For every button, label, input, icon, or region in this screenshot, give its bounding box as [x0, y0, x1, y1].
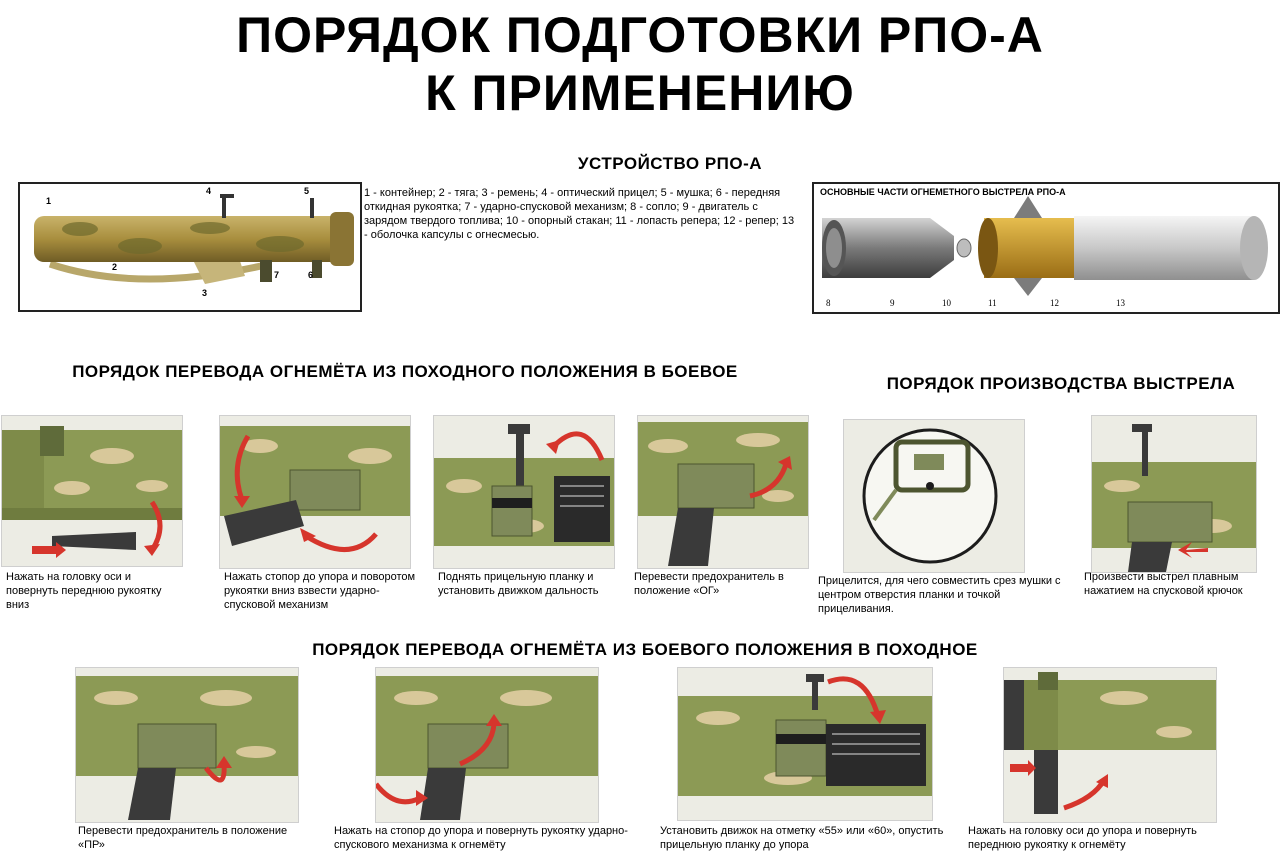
callout-9: 9	[890, 298, 895, 308]
device-heading: УСТРОЙСТВО РПО-А	[577, 154, 763, 173]
callout-10: 10	[942, 298, 952, 308]
callout-11: 11	[988, 298, 997, 308]
to-combat-step-2-image	[220, 416, 410, 568]
to-travel-step-2-caption: Нажать на стопор до упора и повернуть ру…	[334, 825, 628, 851]
to-travel-step-4-caption: Нажать на головку оси до упора и поверну…	[968, 825, 1197, 851]
to-combat-step-2-caption: Нажать стопор до упора и поворотом рукоя…	[224, 571, 416, 611]
round-parts-illustration: ОСНОВНЫЕ ЧАСТИ ОГНЕМЕТНОГО ВЫСТРЕЛА РПО-…	[820, 187, 1268, 308]
to-travel-step-3-image	[678, 668, 932, 820]
callout-13: 13	[1116, 298, 1126, 308]
firing-step-1-caption: Прицелится, для чего совместить срез муш…	[818, 575, 1061, 615]
callout-2: 2	[112, 262, 117, 272]
callout-1: 1	[46, 196, 51, 206]
to-combat-step-4-image	[638, 416, 808, 568]
launcher-callouts: 1 2 3 4 5 6 7	[46, 186, 313, 298]
device-legend: 1 - контейнер; 2 - тяга; 3 - ремень; 4 -…	[364, 187, 795, 241]
round-callouts: 8 9 10 11 12 13	[826, 298, 1126, 308]
to-travel-step-1-image	[76, 668, 298, 822]
callout-5: 5	[304, 186, 309, 196]
callout-4: 4	[206, 186, 211, 196]
to-travel-heading: ПОРЯДОК ПЕРЕВОДА ОГНЕМЁТА ИЗ БОЕВОГО ПОЛ…	[312, 640, 978, 659]
firing-heading: ПОРЯДОК ПРОИЗВОДСТВА ВЫСТРЕЛА	[886, 374, 1236, 393]
firing-step-2-image	[1092, 416, 1256, 572]
to-combat-step-3-caption: Поднять прицельную планку и установить д…	[438, 571, 599, 597]
to-travel-step-4-image	[1004, 668, 1216, 822]
launcher-illustration: 1 2 3 4 5 6 7	[20, 184, 360, 310]
to-travel-step-3-caption: Установить движок на отметку «55» или «6…	[660, 825, 944, 851]
page-title: ПОРЯДОК ПОДГОТОВКИ РПО-А К ПРИМЕНЕНИЮ	[0, 6, 1280, 122]
to-combat-step-1-image	[2, 416, 182, 566]
to-combat-heading: ПОРЯДОК ПЕРЕВОДА ОГНЕМЁТА ИЗ ПОХОДНОГО П…	[72, 362, 738, 381]
round-heading: ОСНОВНЫЕ ЧАСТИ ОГНЕМЕТНОГО ВЫСТРЕЛА РПО-…	[820, 187, 1066, 197]
callout-6: 6	[308, 270, 313, 280]
device-figure-round: ОСНОВНЫЕ ЧАСТИ ОГНЕМЕТНОГО ВЫСТРЕЛА РПО-…	[812, 182, 1280, 314]
to-combat-step-1-caption: Нажать на головку оси и повернуть передн…	[6, 571, 162, 611]
page-title-line-2: К ПРИМЕНЕНИЮ	[425, 65, 855, 121]
callout-8: 8	[826, 298, 831, 308]
callout-3: 3	[202, 288, 207, 298]
page-title-line-1: ПОРЯДОК ПОДГОТОВКИ РПО-А	[236, 7, 1044, 63]
to-travel-step-2-image	[376, 668, 598, 822]
firing-step-2-caption: Произвести выстрел плавным нажатием на с…	[1084, 571, 1243, 597]
to-combat-step-4-caption: Перевести предохранитель в положение «ОГ…	[634, 571, 784, 597]
to-travel-step-1-caption: Перевести предохранитель в положение «ПР…	[78, 825, 288, 851]
callout-12: 12	[1050, 298, 1059, 308]
device-figure-launcher: 1 2 3 4 5 6 7	[18, 182, 362, 312]
to-combat-step-3-image	[434, 416, 614, 568]
callout-7: 7	[274, 270, 279, 280]
firing-step-1-image	[844, 420, 1024, 572]
